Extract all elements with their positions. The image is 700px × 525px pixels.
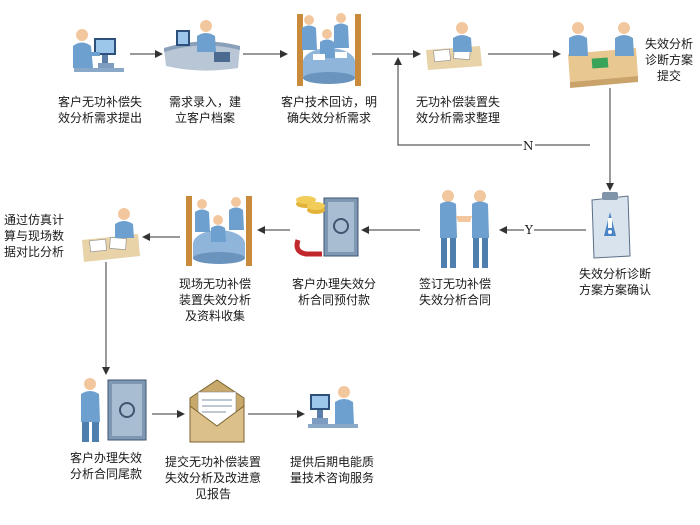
step-label-s1: 客户无功补偿失 效分析需求提出	[57, 95, 142, 125]
consulting-computer-icon	[308, 386, 358, 428]
clipboard-alert-icon	[591, 192, 631, 259]
person-at-computer-icon	[73, 29, 124, 72]
two-people-handover-icon	[568, 22, 638, 88]
edge-label-no: N	[522, 139, 535, 153]
step-label-s13: 提供后期电能质 量技术咨询服务	[289, 455, 374, 485]
step-label-s6: 失效分析诊断 方案方案确认	[578, 267, 651, 297]
step-label-s11: 客户办理失效 分析合同尾款	[69, 451, 142, 481]
step-label-s2: 需求录入，建 立客户档案	[168, 95, 241, 125]
field-meeting-icon	[186, 196, 252, 266]
step-label-s7: 签订无功补偿 失效分析合同	[418, 277, 491, 307]
step-label-s8: 客户办理失效分 析合同预付款	[291, 277, 376, 307]
step-label-s3: 客户技术回访，明 确失效分析需求	[280, 95, 377, 125]
step-label-s5: 失效分析 诊断方案 提交	[644, 37, 693, 83]
data-entry-desk-icon	[164, 20, 240, 71]
envelope-report-icon	[189, 379, 245, 443]
handshake-icon	[440, 190, 489, 268]
edge-label-yes: Y	[524, 223, 534, 237]
step-label-s4: 无功补偿装置失 效分析需求整理	[415, 95, 500, 125]
safe-coins-icon	[294, 196, 359, 257]
person-with-documents-icon	[426, 22, 482, 70]
step-label-s9: 现场无功补偿 装置失效分析 及资料收集	[178, 277, 251, 323]
analysis-desk-icon	[82, 208, 140, 262]
meeting-table-icon	[297, 13, 361, 86]
person-at-safe-icon	[81, 378, 147, 442]
step-label-s10: 通过仿真计 算与现场数 据对比分析	[4, 213, 65, 259]
step-label-s12: 提交无功补偿装置 失效分析及改进意 见报告	[164, 455, 261, 501]
